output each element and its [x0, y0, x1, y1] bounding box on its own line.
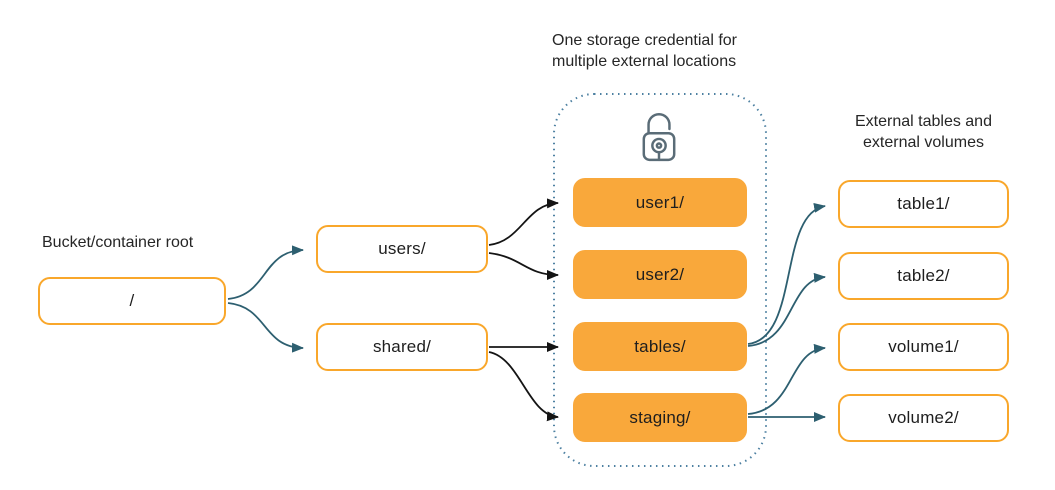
node-volume2: volume2/ [838, 394, 1009, 442]
node-tables-label: tables/ [634, 336, 686, 356]
node-shared: shared/ [316, 323, 488, 371]
edge-root-to-shared [227, 302, 304, 353]
node-table1: table1/ [838, 180, 1009, 228]
edge-root-to-users [227, 245, 304, 300]
edge-users-to-user1 [488, 198, 559, 246]
credential-boundary [553, 93, 767, 467]
node-table1-label: table1/ [897, 194, 950, 213]
edge-tables-to-table2 [747, 272, 826, 347]
node-volume2-label: volume2/ [888, 408, 959, 427]
node-bucket-root: / [38, 277, 226, 325]
node-users-label: users/ [378, 239, 426, 258]
node-tables: tables/ [573, 322, 747, 371]
node-bucket-root-label: / [129, 291, 135, 310]
node-users: users/ [316, 225, 488, 273]
edge-users-to-user2 [488, 252, 559, 280]
node-volume1-label: volume1/ [888, 337, 959, 356]
node-table2-label: table2/ [897, 266, 950, 285]
node-user1: user1/ [573, 178, 747, 227]
edge-staging-to-volume1 [747, 343, 826, 415]
edge-shared-to-staging [488, 351, 559, 422]
node-user2: user2/ [573, 250, 747, 299]
edge-tables-to-table1 [747, 202, 826, 345]
caption-bucket-root: Bucket/container root [42, 234, 194, 251]
node-staging: staging/ [573, 393, 747, 442]
caption-external-objects: External tables and external volumes [855, 113, 992, 151]
node-volume1: volume1/ [838, 323, 1009, 371]
caption-storage-credential: One storage credential for multiple exte… [552, 32, 737, 70]
lock-icon [640, 111, 678, 165]
node-staging-label: staging/ [629, 407, 691, 427]
node-user2-label: user2/ [635, 264, 685, 284]
node-table2: table2/ [838, 252, 1009, 300]
node-user1-label: user1/ [635, 192, 685, 212]
node-shared-label: shared/ [372, 337, 432, 356]
